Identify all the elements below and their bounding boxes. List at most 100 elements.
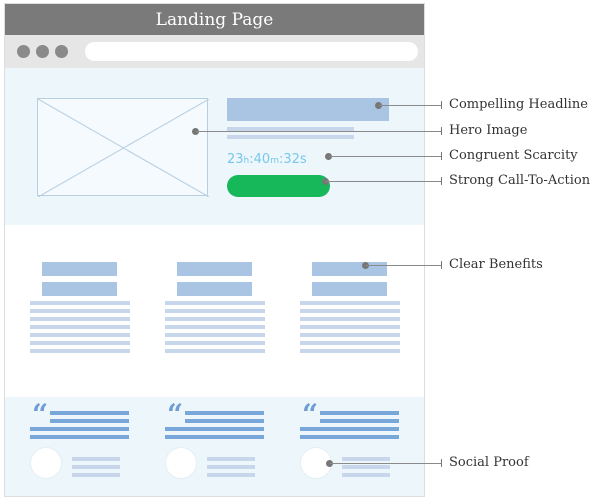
subheadline-line — [227, 127, 354, 131]
timer-seconds: 32s — [283, 152, 307, 167]
benefit-text-line — [300, 317, 400, 321]
callout-congruent-scarcity: Congruent Scarcity — [449, 148, 578, 163]
benefit-text-line — [30, 333, 130, 337]
testimonial-name-line — [72, 457, 120, 461]
testimonial-text-line — [320, 411, 399, 415]
benefit-title-placeholder — [42, 262, 117, 276]
testimonial-text-line — [30, 435, 129, 439]
timer-hours: 23 — [227, 152, 244, 167]
browser-toolbar — [5, 35, 424, 68]
callout-social-proof: Social Proof — [449, 455, 529, 470]
testimonial-text-line — [300, 435, 399, 439]
countdown-timer: 23h:40m:32s — [227, 152, 307, 167]
testimonial-name-line — [72, 465, 120, 469]
benefit-text-line — [300, 309, 400, 313]
benefit-column — [300, 225, 400, 397]
testimonial-text-line — [50, 419, 129, 423]
callout-dot — [375, 102, 382, 109]
image-placeholder-icon — [38, 99, 209, 197]
testimonial-name-line — [342, 465, 390, 469]
callout-clear-benefits: Clear Benefits — [449, 257, 543, 272]
testimonial-text-line — [185, 411, 264, 415]
callout-hero-image: Hero Image — [449, 123, 528, 138]
callout-leader-line — [196, 131, 441, 132]
window-control-dot — [55, 45, 68, 58]
call-to-action-button[interactable] — [227, 175, 330, 197]
benefit-text-line — [300, 349, 400, 353]
callout-tick — [441, 152, 442, 160]
benefit-text-line — [300, 325, 400, 329]
testimonial-name-line — [342, 473, 390, 477]
quote-icon: “ — [32, 398, 49, 431]
benefit-column — [165, 225, 265, 397]
benefit-text-line — [300, 301, 400, 305]
callout-dot — [322, 178, 329, 185]
headline-placeholder — [227, 98, 389, 121]
avatar — [30, 447, 62, 479]
callout-strong-call-to-action: Strong Call-To-Action — [449, 173, 591, 188]
testimonial-text-line — [165, 427, 264, 431]
browser-title: Landing Page — [155, 9, 274, 30]
benefit-text-line — [165, 349, 265, 353]
avatar — [165, 447, 197, 479]
browser-window: Landing Page 23h:40m:32s — [4, 3, 425, 497]
benefit-text-line — [30, 325, 130, 329]
callout-leader-line — [366, 265, 441, 266]
quote-icon: “ — [302, 398, 319, 431]
testimonial-text-line — [165, 435, 264, 439]
testimonial-name-line — [207, 465, 255, 469]
benefit-text-line — [165, 341, 265, 345]
benefit-text-line — [165, 333, 265, 337]
callout-tick — [441, 177, 442, 185]
benefit-title-placeholder — [312, 282, 387, 296]
benefit-column — [30, 225, 130, 397]
hero-image-placeholder — [37, 98, 209, 197]
address-bar — [85, 42, 418, 61]
benefit-title-placeholder — [42, 282, 117, 296]
quote-icon: “ — [167, 398, 184, 431]
callout-tick — [441, 459, 442, 467]
testimonial-name-line — [207, 457, 255, 461]
benefit-text-line — [30, 309, 130, 313]
callout-tick — [441, 127, 442, 135]
callout-leader-line — [330, 463, 441, 464]
benefit-text-line — [300, 341, 400, 345]
callout-leader-line — [329, 156, 441, 157]
testimonial-card: “ — [30, 397, 130, 496]
testimonial-text-line — [50, 411, 129, 415]
social-proof-section: “ “ “ — [5, 397, 424, 496]
hero-section: 23h:40m:32s — [5, 68, 424, 225]
window-control-dot — [17, 45, 30, 58]
benefits-section — [5, 225, 424, 397]
testimonial-text-line — [185, 419, 264, 423]
testimonial-name-line — [72, 473, 120, 477]
callout-dot — [325, 153, 332, 160]
browser-title-bar: Landing Page — [5, 4, 424, 35]
timer-minutes: 40 — [253, 152, 271, 167]
benefit-text-line — [165, 317, 265, 321]
timer-hours-unit: h — [243, 156, 250, 166]
benefit-text-line — [165, 325, 265, 329]
benefit-text-line — [30, 349, 130, 353]
timer-separator: : — [278, 152, 284, 167]
benefit-text-line — [30, 317, 130, 321]
subheadline-line — [227, 135, 354, 139]
testimonial-text-line — [320, 419, 399, 423]
callout-leader-line — [379, 105, 441, 106]
testimonial-card: “ — [165, 397, 265, 496]
callout-dot — [362, 262, 369, 269]
callout-tick — [441, 101, 442, 109]
timer-separator: : — [249, 152, 254, 167]
callout-dot — [326, 460, 333, 467]
testimonial-card: “ — [300, 397, 400, 496]
testimonial-text-line — [30, 427, 129, 431]
callout-dot — [192, 128, 199, 135]
benefit-text-line — [30, 301, 130, 305]
benefit-title-placeholder — [177, 282, 252, 296]
benefit-text-line — [30, 341, 130, 345]
testimonial-text-line — [300, 427, 399, 431]
benefit-text-line — [300, 333, 400, 337]
testimonial-name-line — [342, 457, 390, 461]
callout-compelling-headline: Compelling Headline — [449, 97, 588, 112]
callout-leader-line — [326, 181, 441, 182]
